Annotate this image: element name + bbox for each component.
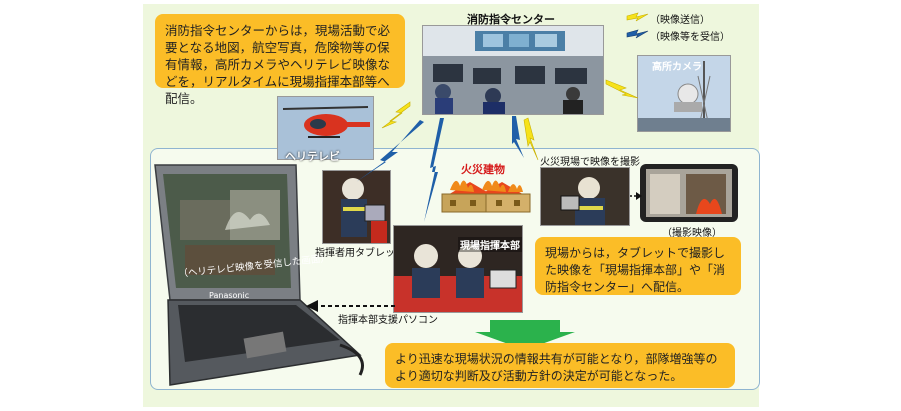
filmed-video-illustration	[646, 169, 732, 217]
fire-building-label: 火災建物	[461, 163, 505, 176]
callout-result: より迅速な現場状況の情報共有が可能となり，部隊増強等のより適切な判断及び活動方針…	[385, 343, 735, 388]
send-bolt-field	[523, 117, 539, 161]
field-hq-illustration	[394, 226, 522, 312]
callout-field: 現場からは，タブレットで撮影した映像を「現場指揮本部」や「消防指令センター」へ配…	[535, 237, 741, 295]
high-camera-photo	[637, 55, 731, 132]
legend-send-label: （映像送信）	[650, 15, 710, 26]
filmed-video-tablet	[640, 164, 738, 222]
receive-bolt-icon	[626, 29, 649, 39]
receive-bolt-hq	[424, 118, 444, 222]
receive-bolt-laptop	[356, 120, 424, 182]
field-hq-label: 現場指揮本部	[458, 237, 522, 252]
command-center-photo	[422, 25, 604, 115]
helicopter-illustration	[278, 97, 373, 159]
commander-tablet-label: 指揮者用タブレット	[315, 248, 405, 259]
high-camera-label: 高所カメラ	[652, 62, 702, 73]
camera-tower-illustration	[638, 56, 730, 131]
result-arrow	[475, 320, 575, 350]
command-center-illustration	[423, 26, 603, 114]
send-bolt-icon	[626, 12, 649, 22]
commander-tablet-photo	[322, 170, 391, 244]
heli-tv-label: ヘリテレビ	[285, 150, 340, 163]
legend-receive-label: （映像等を受信）	[650, 32, 730, 43]
filmed-video-label: （撮影映像）	[662, 228, 722, 239]
hq-pc-label: 指揮本部支援パソコン	[338, 315, 438, 326]
command-center-label: 消防指令センター	[467, 13, 555, 26]
field-hq-photo	[393, 225, 523, 313]
firefighter-tablet-illustration	[323, 171, 390, 243]
filming-firefighter-illustration	[541, 168, 629, 225]
send-bolt-camera	[605, 79, 639, 99]
filming-photo	[540, 167, 630, 226]
send-bolt-heli	[381, 101, 411, 129]
helicopter-photo	[277, 96, 374, 160]
callout-command-center: 消防指令センターからは，現場活動で必要となる地図，航空写真，危険物等の保有情報，…	[155, 14, 405, 106]
receive-bolt-tablet	[512, 116, 524, 158]
laptop-brand: Panasonic	[209, 291, 250, 300]
filming-label: 火災現場で映像を撮影	[540, 157, 640, 168]
